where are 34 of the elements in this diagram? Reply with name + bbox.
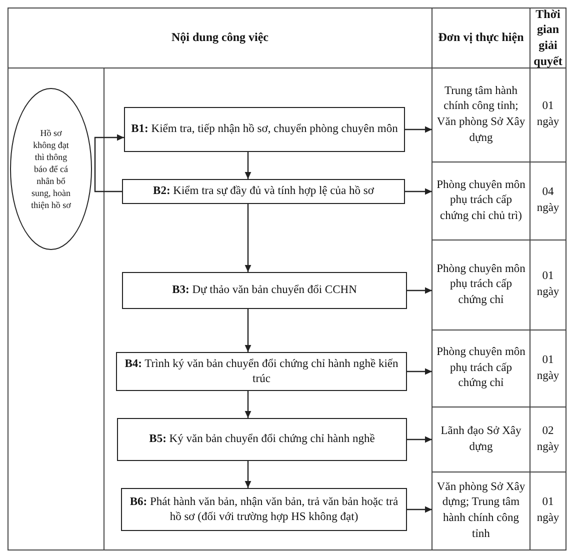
responsible-unit-text: Lãnh đạo Sở Xây dựng: [432, 407, 530, 472]
duration-text: 01 ngày: [536, 269, 560, 300]
process-box: B2: Kiểm tra sự đầy đủ và tính hợp lệ của hồ sơ: [122, 179, 405, 204]
responsible-unit-text: Phòng chuyên môn phụ trách cấp chứng chỉ: [432, 330, 530, 407]
responsible-unit-text: Trung tâm hành chính công tỉnh; Văn phòng Sở Xây dựng: [432, 68, 530, 162]
arrow: [407, 436, 432, 443]
column-header: Thời gian giải quyết: [532, 8, 564, 68]
arrow: [407, 506, 432, 513]
duration-text: 04 ngày: [536, 185, 560, 216]
responsible-unit-text: Phòng chuyên môn phụ trách cấp chứng chỉ: [432, 240, 530, 330]
arrow: [94, 134, 124, 192]
process-box: B4: Trình ký văn bản chuyển đổi chứng chỉ hành nghề kiến trúc: [116, 352, 407, 391]
arrow: [244, 391, 252, 418]
note-ellipse: Hồ sơ không đạt thì thông báo để cá nhân bổ sung, hoàn thiện hồ sơ: [10, 88, 92, 250]
duration-text: 01 ngày: [536, 99, 560, 130]
process-box: B3: Dự thảo văn bản chuyển đổi CCHN: [122, 272, 407, 309]
process-box: B5: Ký văn bản chuyển đổi chứng chỉ hành nghề: [117, 418, 407, 461]
arrow: [407, 368, 432, 375]
process-box: B6: Phát hành văn bản, nhận văn bản, trả văn bản hoặc trả hồ sơ (đối với trường hợp HS không đạt): [121, 488, 407, 531]
column-header: Nội dung công việc: [170, 29, 270, 46]
responsible-unit-text: Văn phòng Sở Xây dựng; Trung tâm hành chính công tỉnh: [432, 472, 530, 550]
process-box: B1: Kiểm tra, tiếp nhận hồ sơ, chuyển phòng chuyên môn: [124, 107, 405, 152]
duration-text: 01 ngày: [536, 495, 560, 526]
duration-text: 01 ngày: [536, 352, 560, 384]
column-header: Đơn vị thực hiện: [437, 29, 525, 46]
arrow: [244, 461, 252, 488]
arrow: [407, 287, 432, 294]
arrow: [244, 204, 252, 272]
duration-text: 02 ngày: [536, 424, 560, 454]
responsible-unit-text: Phòng chuyên môn phụ trách cấp chứng chỉ chủ trì): [432, 162, 530, 240]
arrow: [405, 126, 432, 133]
arrow: [244, 309, 252, 352]
arrow: [405, 188, 432, 195]
arrow: [244, 152, 252, 179]
